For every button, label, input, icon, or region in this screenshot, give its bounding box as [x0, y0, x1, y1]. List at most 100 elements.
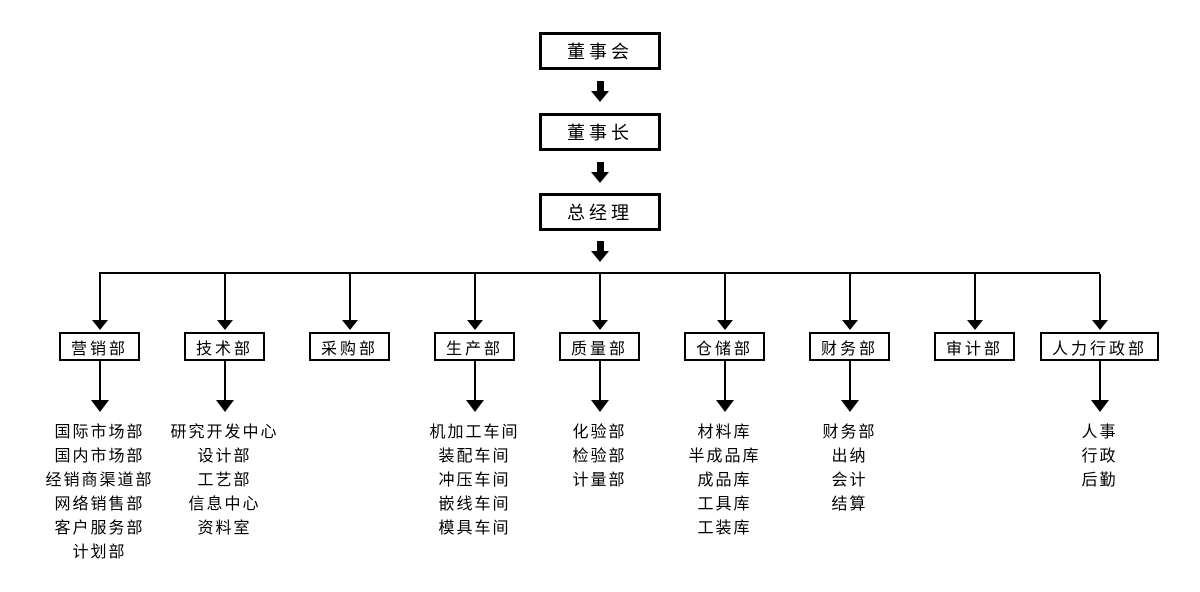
fat-down-arrow-icon: [591, 241, 609, 262]
down-arrow-icon: [466, 320, 483, 330]
sub-department-item: 材料库: [697, 424, 752, 441]
dept-column-hr-admin: 人力行政部 人事 行政 后勤: [1037, 274, 1162, 565]
node-general-manager: 总经理: [539, 193, 661, 231]
vertical-connector-line: [98, 361, 101, 400]
sub-department-item: 网络销售部: [54, 496, 145, 513]
sub-department-item: 会计: [831, 472, 868, 489]
sub-department-item: 设计部: [197, 448, 252, 465]
connector-chairman-to-gm: [591, 151, 609, 193]
arrow-shaft: [596, 161, 604, 172]
dept-box-warehouse: 仓储部: [683, 332, 765, 361]
dept-label: 营销部: [70, 340, 128, 358]
vertical-connector-line: [348, 274, 351, 320]
sub-department-item: 国际市场部: [54, 424, 145, 441]
down-arrow-icon: [841, 320, 858, 330]
sub-department-item: 信息中心: [188, 496, 261, 513]
vertical-connector-line: [973, 274, 976, 320]
vertical-connector-line: [598, 361, 601, 400]
dept-column-warehouse: 仓储部 材料库 半成品库 成品库 工具库 工装库: [662, 274, 787, 565]
sub-department-list: 机加工车间 装配车间 冲压车间 嵌线车间 模具车间: [429, 421, 519, 541]
vertical-connector-line: [598, 274, 601, 320]
sub-department-item: 研究开发中心: [170, 424, 279, 441]
node-label: 董事长: [567, 123, 633, 143]
dept-box-hr-admin: 人力行政部: [1039, 332, 1159, 361]
horizontal-connector-line: [99, 272, 1100, 274]
sub-department-item: 嵌线车间: [438, 496, 511, 513]
sub-department-list: 材料库 半成品库 成品库 工具库 工装库: [688, 421, 760, 541]
vertical-connector-line: [98, 274, 101, 320]
dept-column-technology: 技术部 研究开发中心 设计部 工艺部 信息中心 资料室: [162, 274, 287, 565]
dept-label: 审计部: [945, 340, 1003, 358]
sub-department-item: 冲压车间: [438, 472, 511, 489]
sub-department-item: 出纳: [831, 448, 868, 465]
sub-department-item: 国内市场部: [54, 448, 145, 465]
dept-label: 人力行政部: [1051, 340, 1147, 358]
arrow-head: [591, 251, 609, 262]
dept-label: 财务部: [820, 340, 878, 358]
down-arrow-icon: [216, 320, 233, 330]
arrow-head: [591, 171, 609, 183]
dept-label: 技术部: [195, 340, 253, 358]
down-arrow-icon: [590, 400, 609, 412]
sub-department-item: 半成品库: [688, 448, 761, 465]
sub-department-item: 工具库: [697, 496, 752, 513]
dept-box-technology: 技术部: [183, 332, 265, 361]
sub-department-item: 结算: [831, 496, 868, 513]
down-arrow-icon: [966, 320, 983, 330]
dept-column-quality: 质量部 化验部 检验部 计量部: [537, 274, 662, 565]
down-arrow-icon: [716, 320, 733, 330]
vertical-connector-line: [1098, 361, 1101, 400]
dept-label: 仓储部: [695, 340, 753, 358]
dept-box-quality: 质量部: [558, 332, 640, 361]
dept-label: 采购部: [320, 340, 378, 358]
dept-box-audit: 审计部: [933, 332, 1015, 361]
vertical-connector-line: [723, 274, 726, 320]
down-arrow-icon: [840, 400, 859, 412]
down-arrow-icon: [465, 400, 484, 412]
node-label: 总经理: [567, 203, 633, 223]
fat-down-arrow-icon: [591, 161, 609, 183]
down-arrow-icon: [91, 320, 108, 330]
sub-department-list: 化验部 检验部 计量部: [572, 421, 626, 493]
dept-column-purchasing: 采购部: [287, 274, 412, 565]
sub-department-item: 装配车间: [438, 448, 511, 465]
sub-department-item: 行政: [1081, 448, 1118, 465]
sub-department-item: 客户服务部: [54, 520, 145, 537]
sub-department-list: 财务部 出纳 会计 结算: [822, 421, 876, 517]
sub-department-item: 后勤: [1081, 472, 1118, 489]
vertical-connector-line: [1098, 274, 1101, 320]
sub-department-list: 研究开发中心 设计部 工艺部 信息中心 资料室: [170, 421, 278, 541]
sub-department-item: 检验部: [572, 448, 627, 465]
arrow-head: [591, 91, 609, 102]
dept-label: 生产部: [445, 340, 503, 358]
sub-department-item: 模具车间: [438, 520, 511, 537]
down-arrow-icon: [715, 400, 734, 412]
sub-department-item: 化验部: [572, 424, 627, 441]
sub-department-item: 工装库: [697, 520, 752, 537]
arrow-shaft: [596, 241, 604, 251]
dept-column-audit: 审计部: [912, 274, 1037, 565]
sub-department-item: 计量部: [572, 472, 627, 489]
connector-gm-to-departments: [591, 231, 609, 272]
vertical-connector-line: [723, 361, 726, 400]
down-arrow-icon: [1090, 400, 1109, 412]
dept-box-production: 生产部: [433, 332, 515, 361]
arrow-shaft: [596, 81, 604, 91]
vertical-connector-line: [473, 361, 476, 400]
sub-department-item: 财务部: [822, 424, 877, 441]
sub-department-list: 人事 行政 后勤: [1081, 421, 1117, 493]
sub-department-item: 人事: [1081, 424, 1118, 441]
sub-department-item: 机加工车间: [429, 424, 520, 441]
node-chairman: 董事长: [539, 113, 661, 151]
dept-box-marketing: 营销部: [58, 332, 140, 361]
vertical-connector-line: [848, 361, 851, 400]
dept-column-finance: 财务部 财务部 出纳 会计 结算: [787, 274, 912, 565]
fat-down-arrow-icon: [591, 81, 609, 102]
departments-row: 营销部 国际市场部 国内市场部 经销商渠道部 网络销售部 客户服务部 计划部 技…: [37, 274, 1162, 565]
vertical-connector-line: [473, 274, 476, 320]
down-arrow-icon: [215, 400, 234, 412]
dept-label: 质量部: [570, 340, 628, 358]
sub-department-item: 经销商渠道部: [45, 472, 154, 489]
vertical-connector-line: [223, 274, 226, 320]
